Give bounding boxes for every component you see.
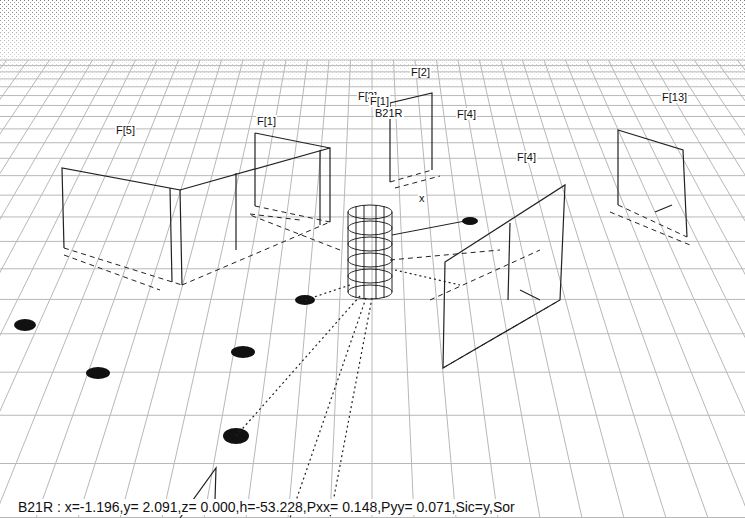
frame-label: F[13] bbox=[661, 91, 688, 103]
frame-label: F[2] bbox=[410, 66, 431, 78]
axis-label: x bbox=[418, 192, 426, 204]
status-line: B21R : x=-1.196,y= 2.091,z= 0.000,h=-53.… bbox=[16, 499, 517, 515]
frame-label: F[4] bbox=[456, 108, 477, 120]
landmark-frames bbox=[62, 93, 687, 368]
frame-label: F[1] bbox=[369, 95, 390, 107]
grid-line bbox=[0, 116, 745, 117]
grid-line bbox=[0, 158, 745, 159]
frame-label: F[4] bbox=[516, 151, 537, 163]
grid-line bbox=[0, 175, 745, 176]
frame-footprints bbox=[64, 170, 690, 368]
grid-line bbox=[0, 463, 745, 464]
frame-label: F[1] bbox=[256, 115, 277, 127]
grid-line bbox=[0, 241, 745, 242]
grid-line bbox=[0, 60, 745, 61]
grid-line bbox=[0, 78, 745, 79]
floor-grid bbox=[0, 60, 745, 518]
grid-line bbox=[0, 195, 745, 196]
frame-label: B21R bbox=[374, 107, 404, 119]
grid-line bbox=[0, 517, 745, 518]
grid-line bbox=[0, 372, 745, 373]
grid-line bbox=[0, 333, 745, 334]
robot-cylinder bbox=[348, 205, 465, 299]
frame-label: F[5] bbox=[115, 124, 136, 136]
grid-line bbox=[0, 71, 745, 72]
grid-line bbox=[0, 86, 745, 87]
grid-line bbox=[0, 415, 745, 416]
sight-lines bbox=[236, 270, 460, 518]
grid-line bbox=[0, 65, 745, 66]
landmark-dots bbox=[14, 217, 478, 444]
grid-line bbox=[0, 142, 745, 143]
grid-line bbox=[0, 216, 745, 217]
grid-line bbox=[0, 128, 745, 129]
